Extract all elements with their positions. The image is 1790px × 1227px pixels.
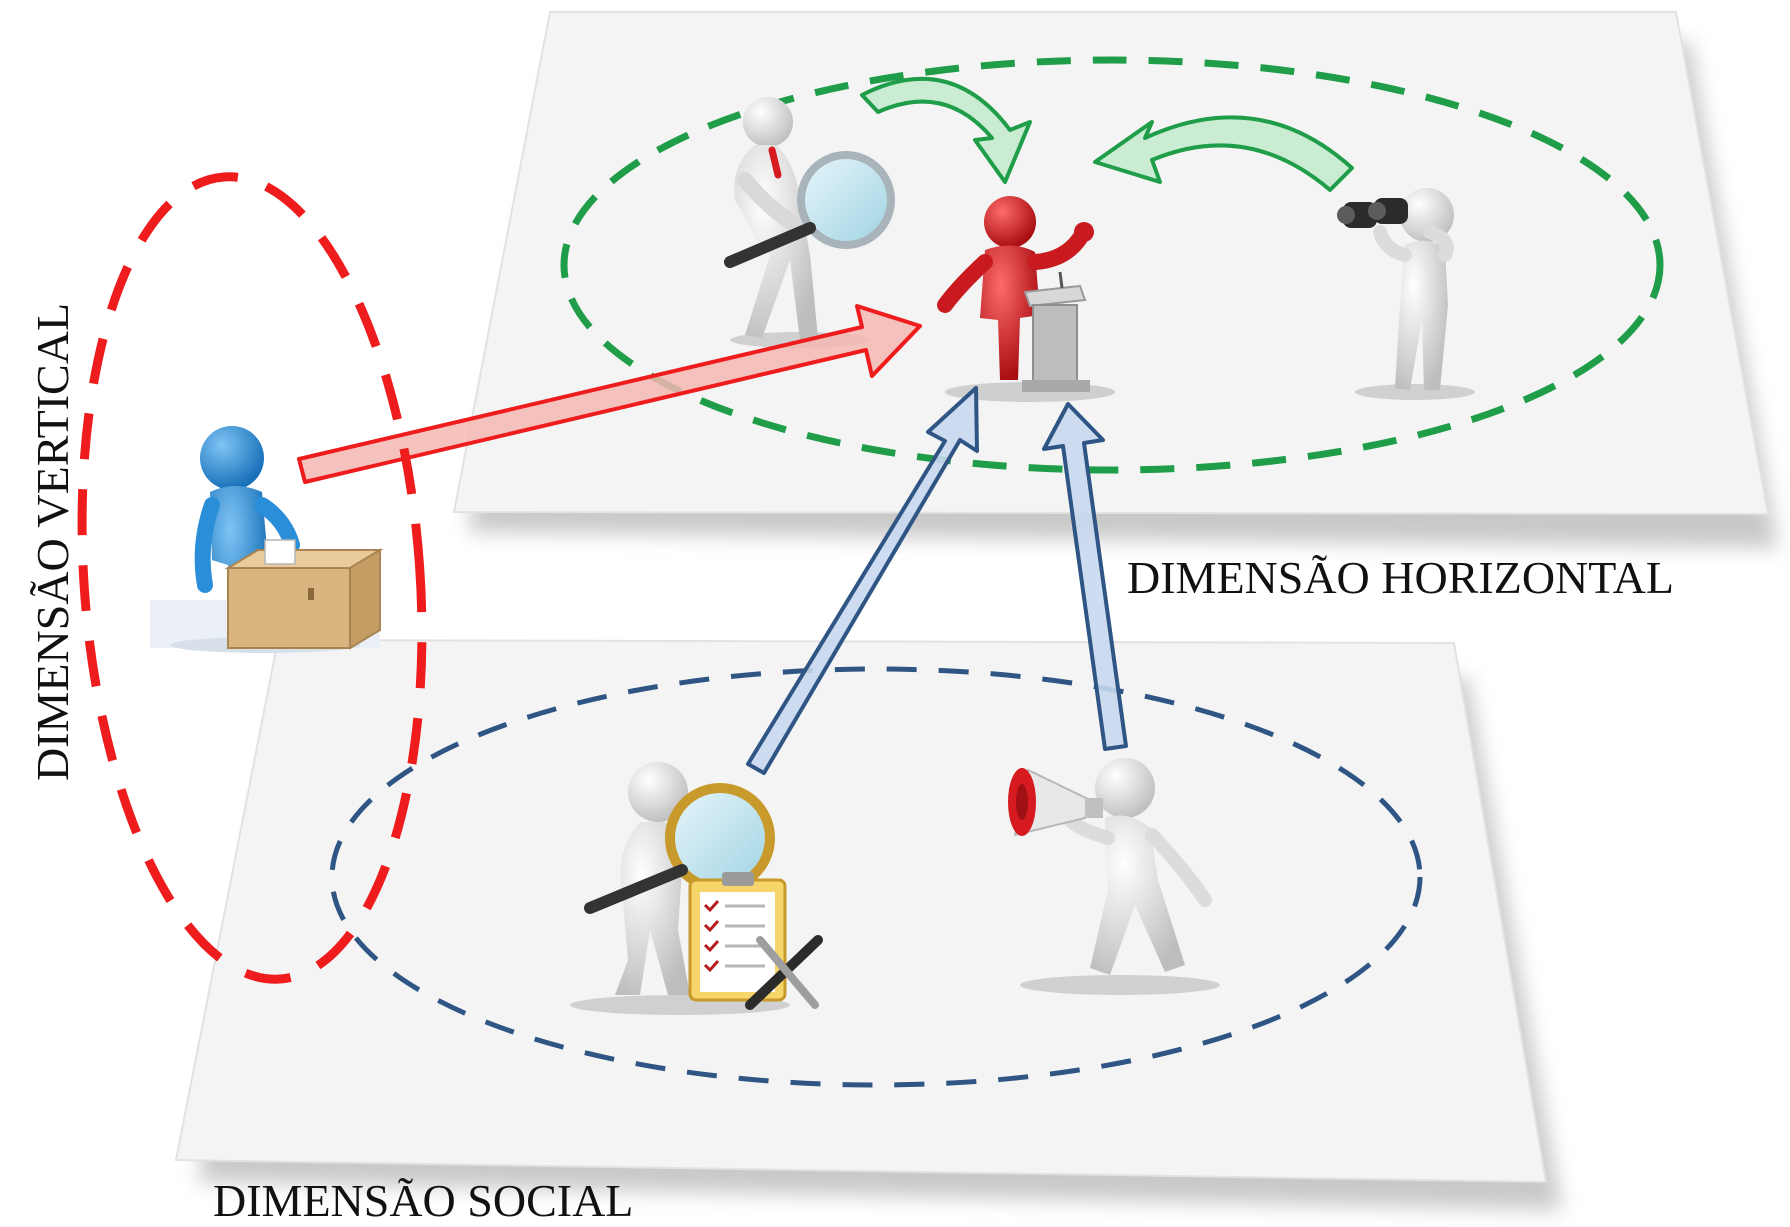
social-dimension-label: DIMENSÃO SOCIAL <box>213 1175 633 1226</box>
horizontal-dimension-label: DIMENSÃO HORIZONTAL <box>1127 552 1674 603</box>
vertical-dimension-label: DIMENSÃO VERTICAL <box>27 303 78 781</box>
auditor-checklist-icon <box>570 762 823 1015</box>
horizontal-arrow-right <box>1093 115 1354 192</box>
social-ellipse <box>329 666 1423 1088</box>
social-plane <box>174 638 1562 1210</box>
social-arrow-left <box>746 386 979 775</box>
horizontal-ellipse <box>560 56 1664 474</box>
vertical-ellipse <box>77 172 427 984</box>
vertical-arrow <box>297 304 922 484</box>
observer-binoculars-icon <box>1337 188 1475 400</box>
voter-ballot-box-icon <box>150 426 384 653</box>
speaker-podium-icon <box>937 196 1115 402</box>
social-arrow-right <box>1042 402 1128 751</box>
horizontal-arrow-left <box>860 76 1032 184</box>
megaphone-shouter-icon <box>1008 758 1220 995</box>
